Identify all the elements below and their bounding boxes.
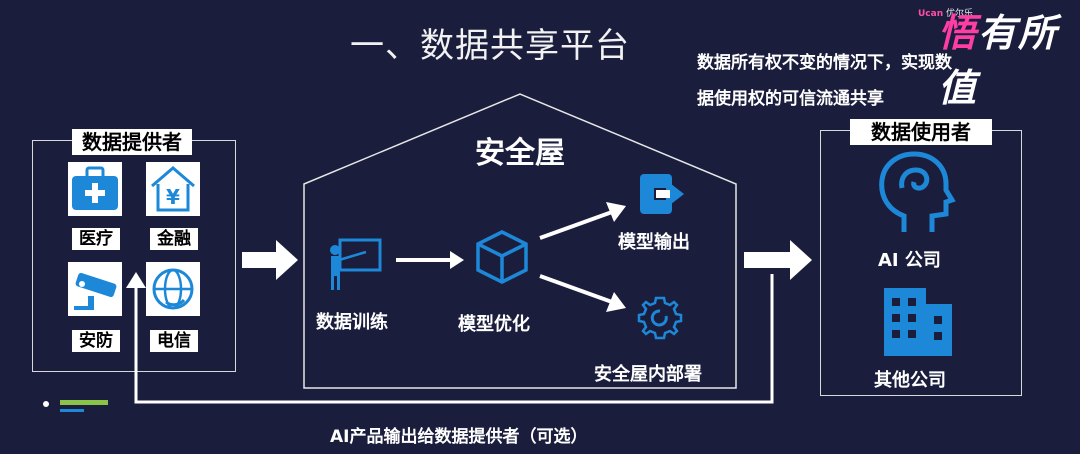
brand-tag-cn: 优尔乐 [946,9,974,19]
deploy-gear-icon [637,296,683,340]
training-icon [330,238,382,290]
telecom-label: 电信 [150,330,198,352]
safe-house-outline [303,93,737,389]
medical-kit-icon [72,166,118,210]
security-camera-icon [74,272,117,310]
brand-tag: Ucan 优尔乐 [918,6,973,19]
medical-tile [68,162,122,216]
flow-arrow-export [539,202,626,240]
accent-lines [43,400,108,412]
svg-text:¥: ¥ [166,185,180,209]
finance-house-icon: ¥ [151,166,195,212]
page-title: 一、数据共享平台 [350,26,630,66]
note-text: 数据所有权不变的情况下，实现数 据使用权的可信流通共享 [697,45,1027,117]
optimize-label: 模型优化 [458,314,530,335]
brand-name-1: 悟 [938,11,979,55]
brand-name-2: 有所值 [938,11,1059,110]
model-cube-icon [476,230,528,284]
provider-title: 数据提供者 [72,129,192,155]
office-building-icon [884,288,952,356]
feedback-label: AI产品输出给数据提供者（可选） [330,427,588,447]
finance-tile: ¥ [146,162,200,216]
ai-company-label: AI 公司 [878,250,941,271]
ai-head-icon [879,151,956,232]
training-label: 数据训练 [316,312,388,333]
export-label: 模型输出 [618,232,690,253]
security-label: 安防 [72,330,120,352]
flow-arrow-deploy [539,274,626,312]
deploy-label: 安全屋内部署 [594,364,702,385]
security-tile [68,262,122,316]
brand-logo: 悟有所值 [938,2,1080,112]
other-company-label: 其他公司 [874,370,946,391]
flow-arrow-out [744,240,812,280]
finance-label: 金融 [150,228,198,250]
medical-label: 医疗 [72,228,120,250]
note-line-1: 数据所有权不变的情况下，实现数 [697,53,952,73]
model-export-icon [640,174,684,214]
feedback-arrow [126,272,774,404]
flow-arrow-in [242,240,298,280]
telecom-globe-icon [152,268,194,310]
telecom-tile [146,262,200,316]
note-line-2: 据使用权的可信流通共享 [697,89,884,109]
brand-tag-ucan: Ucan [918,9,944,19]
safe-house-title: 安全屋 [475,136,565,171]
consumer-title: 数据使用者 [850,119,992,145]
flow-arrow-train [396,251,464,269]
